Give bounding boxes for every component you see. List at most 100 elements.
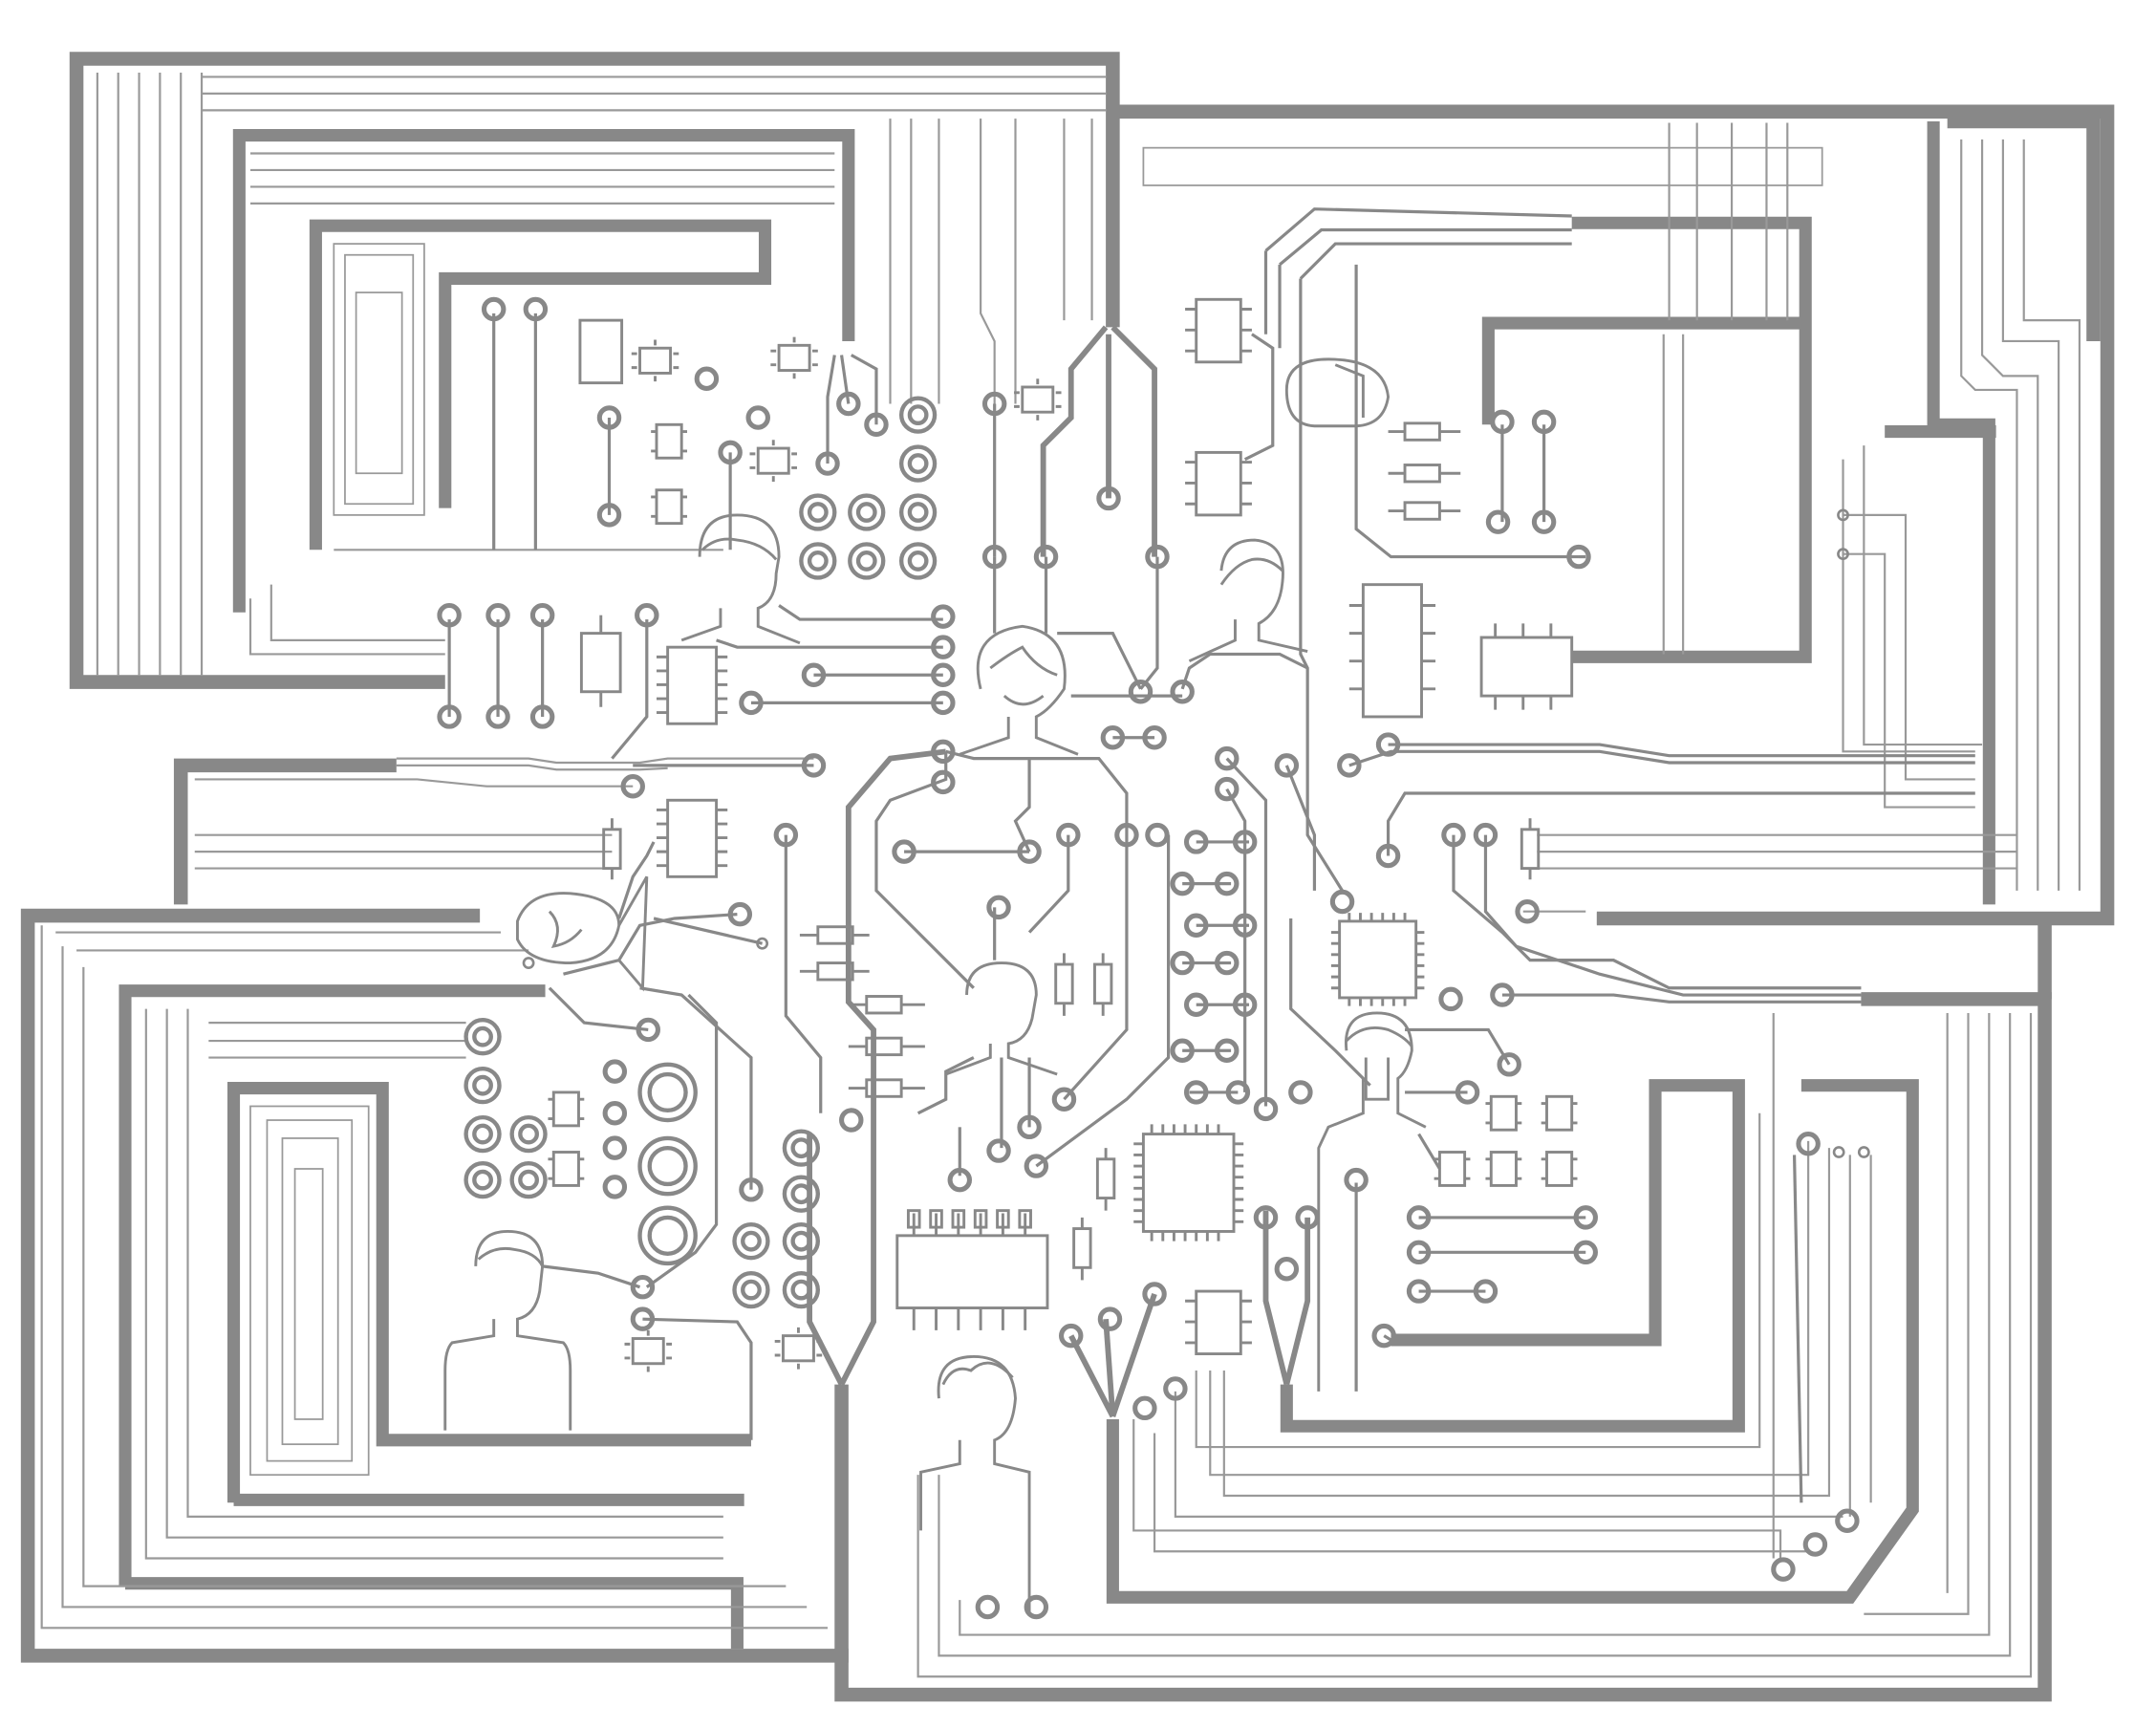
pad (1473, 1279, 1498, 1304)
pad (1051, 1087, 1077, 1112)
inner-thick-traces (119, 120, 2038, 1650)
pad (848, 493, 886, 531)
pad (892, 839, 916, 864)
pad (509, 1114, 548, 1154)
pad (1232, 992, 1258, 1017)
pad (1232, 913, 1258, 939)
pad (931, 690, 956, 716)
pad (602, 1101, 628, 1126)
pad (602, 1135, 628, 1160)
pad (1490, 409, 1515, 435)
pad (981, 544, 1007, 570)
pad (529, 602, 555, 628)
pad (1142, 1282, 1167, 1306)
pad (790, 1183, 812, 1205)
person-icon-bottom-center (919, 1355, 1031, 1614)
pad (1837, 508, 1849, 522)
pad (807, 550, 829, 572)
pad (1835, 1508, 1860, 1533)
pad (1183, 1080, 1209, 1105)
person-icon-center (945, 961, 1058, 1076)
pad (437, 602, 462, 628)
pad (472, 1074, 493, 1096)
pad (931, 739, 956, 765)
pad (898, 396, 938, 434)
pad (848, 542, 886, 580)
pad (1771, 1557, 1796, 1582)
pad (975, 1594, 1001, 1620)
pad (986, 895, 1011, 920)
pad (1531, 509, 1557, 534)
pad (898, 444, 938, 483)
resistor-horizontal (848, 995, 925, 1015)
pad (1274, 753, 1300, 778)
pad (1170, 1038, 1195, 1063)
pad (907, 404, 929, 426)
pad (718, 440, 743, 465)
pad (1337, 753, 1362, 778)
pad (732, 1222, 770, 1261)
pad (855, 550, 877, 572)
pad (1183, 992, 1209, 1017)
pad (1274, 1257, 1300, 1282)
resistor-horizontal (848, 1036, 925, 1057)
pad (1371, 1323, 1396, 1349)
pad (523, 296, 549, 322)
pad (1406, 1279, 1432, 1304)
pad (1573, 1205, 1598, 1230)
pad (1225, 1080, 1251, 1105)
pad (898, 542, 938, 580)
pad (1455, 1080, 1480, 1105)
pad (518, 1169, 539, 1191)
pad (773, 822, 799, 848)
pad (1100, 725, 1126, 750)
pad (807, 502, 829, 523)
pad (1017, 1114, 1042, 1140)
pad (637, 1135, 698, 1197)
pad (799, 493, 837, 531)
pad (647, 1071, 688, 1113)
pad (630, 1306, 656, 1331)
pad (836, 391, 861, 417)
pad (815, 451, 840, 476)
pad (1344, 1167, 1369, 1193)
pad (620, 773, 645, 799)
pad (1253, 1205, 1279, 1230)
pad (741, 1230, 762, 1252)
resistor-horizontal (799, 961, 870, 982)
pad (1170, 680, 1195, 704)
pad (1096, 486, 1121, 511)
pad (799, 542, 837, 580)
resistor-vertical (1054, 953, 1074, 1016)
small-ics (548, 297, 1578, 1372)
pad (1114, 822, 1139, 848)
pad (1857, 1146, 1870, 1158)
pad (1183, 913, 1209, 939)
pad (1145, 822, 1170, 848)
pad (732, 1270, 770, 1309)
resistor-vertical (1093, 953, 1113, 1016)
connector-traces (447, 207, 1975, 1503)
pad (1033, 544, 1059, 570)
pad (898, 493, 938, 531)
pad (782, 1270, 821, 1309)
pads (437, 296, 1860, 1620)
resistor-horizontal (1388, 501, 1461, 521)
pad (782, 1175, 821, 1213)
pad (1406, 1240, 1432, 1265)
pad (1017, 839, 1042, 864)
pad (636, 1017, 660, 1043)
pad (1056, 822, 1081, 848)
pad (855, 502, 877, 523)
pad (437, 704, 462, 729)
pad (947, 1167, 973, 1193)
resistors (579, 421, 1541, 1281)
pad (1837, 548, 1849, 561)
pad (1832, 1146, 1845, 1158)
pad (596, 503, 622, 528)
pad (741, 1279, 762, 1301)
pad (509, 1160, 548, 1199)
pad (790, 1279, 812, 1301)
resistor-vertical (1095, 1148, 1116, 1211)
pad (1329, 889, 1355, 915)
